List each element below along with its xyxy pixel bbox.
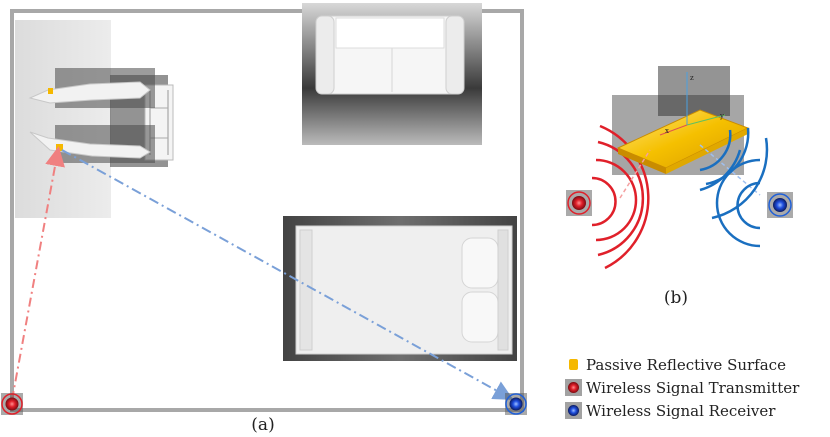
panel-a-caption: (a) bbox=[251, 415, 274, 435]
legend-label: Passive Reflective Surface bbox=[586, 356, 786, 374]
legend: Passive Reflective Surface Wireless Sign… bbox=[565, 356, 800, 420]
transmitter-waves bbox=[591, 124, 650, 270]
receiver-icon-closeup bbox=[767, 192, 793, 218]
desk bbox=[15, 20, 111, 218]
reflective-surface-icon bbox=[569, 359, 578, 370]
legend-label: Wireless Signal Receiver bbox=[586, 402, 776, 420]
panel-b-caption: (b) bbox=[664, 288, 688, 308]
room-wall bbox=[10, 9, 524, 412]
x-axis bbox=[659, 124, 688, 136]
panel-b-closeup: z x y (b) bbox=[566, 66, 793, 308]
receiver-waves bbox=[699, 127, 769, 248]
bed bbox=[283, 216, 517, 361]
sofa bbox=[302, 3, 482, 145]
transmitter-icon bbox=[1, 393, 23, 415]
axis-label-x: x bbox=[665, 127, 669, 135]
axis-label-z: z bbox=[690, 74, 694, 82]
reflective-surface-marker-1 bbox=[48, 88, 53, 94]
legend-item-transmitter: Wireless Signal Transmitter bbox=[565, 379, 800, 397]
axis-label-y: y bbox=[719, 112, 724, 120]
legend-label: Wireless Signal Transmitter bbox=[586, 379, 800, 397]
legend-item-reflective-surface: Passive Reflective Surface bbox=[569, 356, 786, 374]
arms bbox=[28, 68, 155, 163]
rx-signal-path bbox=[61, 149, 514, 400]
room-floorplan: (a) bbox=[1, 3, 527, 435]
transmitter-icon-closeup bbox=[566, 190, 592, 216]
legend-item-receiver: Wireless Signal Receiver bbox=[565, 402, 776, 420]
transmitter-legend-icon bbox=[568, 382, 579, 393]
receiver-icon bbox=[505, 393, 527, 415]
tx-signal-path bbox=[11, 146, 65, 401]
receiver-legend-icon bbox=[568, 405, 579, 416]
y-axis bbox=[686, 114, 726, 126]
